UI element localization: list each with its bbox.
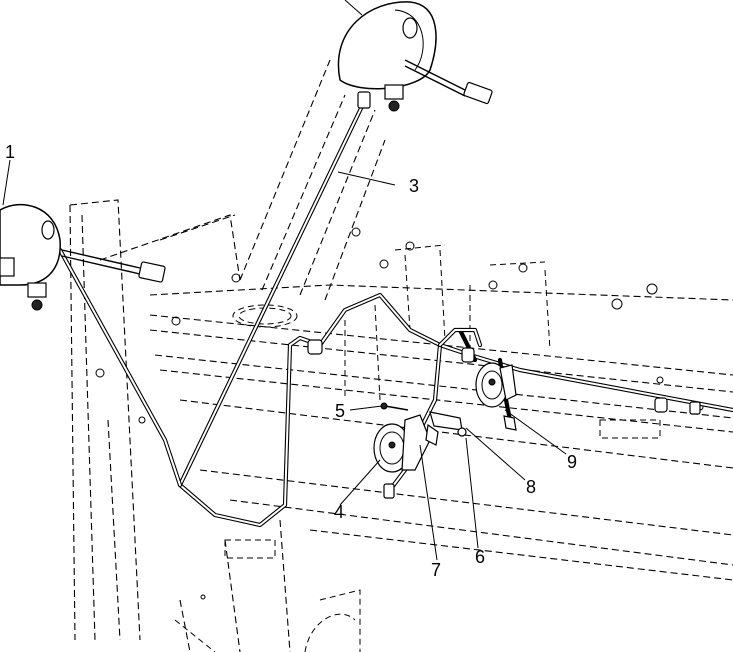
callout-8: 8 [526,477,536,497]
bolt-5 [380,402,409,411]
callout-6: 6 [475,547,485,567]
callout-7: 7 [431,560,441,580]
chassis-frame [69,59,733,652]
callout-4: 4 [334,502,344,522]
callout-5: 5 [335,401,345,421]
callout-9: 9 [567,452,577,472]
horn-9 [475,362,517,431]
leader-lines [2,0,567,561]
left-lamp [0,203,166,311]
top-lamp [337,1,493,112]
nut-6 [457,427,467,437]
callout-3: 3 [409,176,419,196]
mount-holes [95,227,704,600]
bracket-8 [425,411,463,446]
horn-4 [373,414,431,499]
callouts: 1 3 4 5 6 7 8 9 [5,142,577,580]
callout-1: 1 [5,142,15,162]
